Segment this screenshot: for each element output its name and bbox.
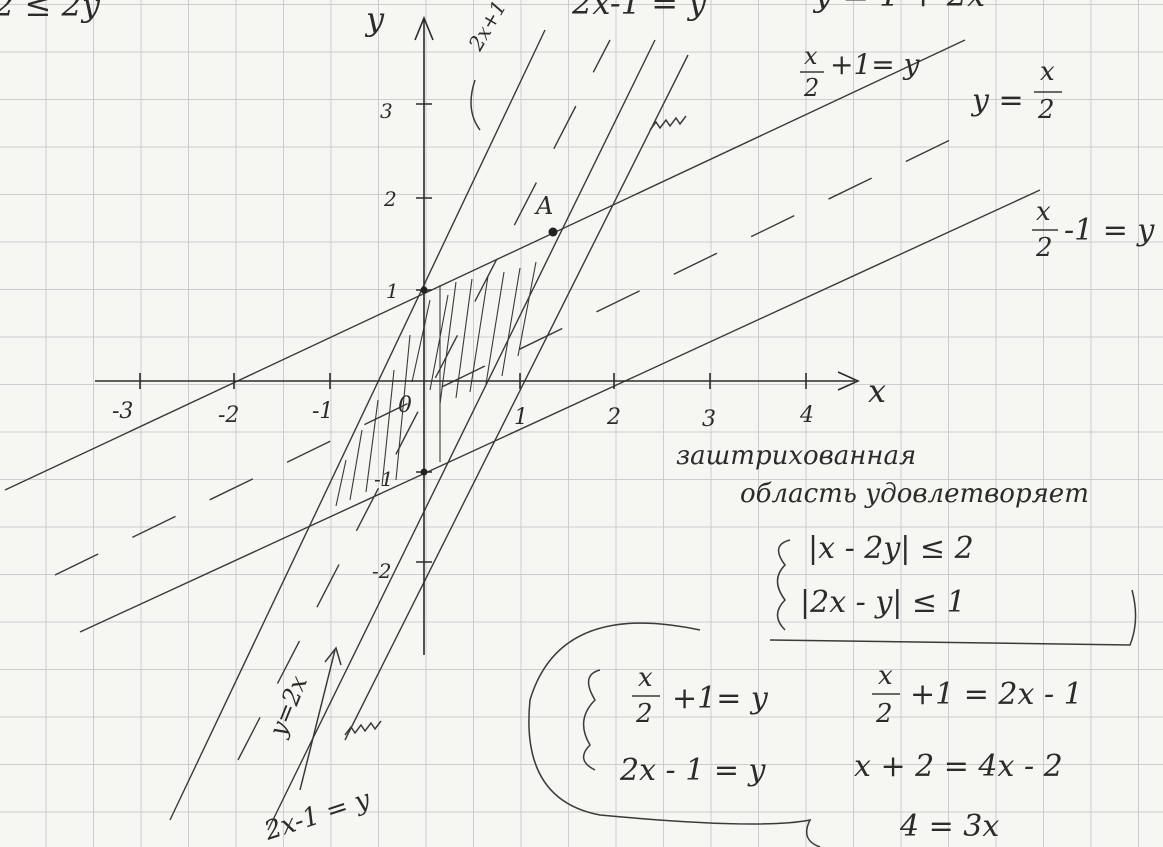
line-2x-minus-one (267, 39, 656, 831)
svg-text:-1 = y: -1 = y (1064, 213, 1155, 248)
point-0-minus-1-marker (420, 468, 428, 476)
y-axis (414, 15, 434, 655)
zigzag-mark-top (649, 115, 687, 131)
label-half-minus-one: x 2 -1 = y (1032, 197, 1155, 263)
solution-step3: 4 = 3x (899, 809, 999, 844)
label-2x-minus-1-bottom: 2x-1 = y (260, 784, 374, 847)
svg-text:2: 2 (1035, 233, 1053, 263)
svg-text:+1= y: +1= y (830, 48, 921, 81)
x-tick-label: 0 (398, 393, 412, 418)
system-eq1: x 2 +1= y (632, 663, 769, 729)
underline-note (769, 589, 1137, 646)
hatched-region (335, 261, 537, 507)
line-half-plus-one (4, 39, 966, 491)
brace-note (776, 539, 791, 631)
svg-text:x: x (1040, 57, 1055, 87)
y-axis-label: y (364, 0, 385, 38)
zigzag-mark-bottom (344, 720, 382, 736)
bracket-arc-top (470, 79, 481, 131)
top-right-cut-label: y = 1 + 2x (812, 0, 985, 14)
y-tick-label: 3 (380, 99, 393, 123)
svg-text:x: x (638, 663, 653, 693)
svg-text:y =: y = (970, 83, 1024, 118)
circle-around-system (528, 622, 821, 847)
x-axis (95, 371, 860, 391)
y-tick-label: -2 (372, 559, 391, 583)
note-line2: область удовлетворяет (740, 479, 1089, 509)
label-half: y = x 2 (970, 57, 1062, 125)
top-slanted-label: 2x+1 (463, 0, 511, 55)
solution-step2: x + 2 = 4x - 2 (854, 749, 1063, 784)
x-tick-label: -1 (312, 399, 333, 424)
y-tick-label: 2 (383, 187, 397, 211)
label-y-2x: y=2x (263, 671, 313, 741)
note-line1: заштрихованная (676, 441, 916, 471)
y-tick-label: 1 (386, 279, 399, 303)
label-half-plus-one: x 2 +1= y (800, 42, 921, 102)
x-axis-label: x (868, 372, 886, 410)
svg-text:+1= y: +1= y (672, 681, 769, 716)
svg-text:2: 2 (875, 699, 893, 729)
svg-text:2: 2 (803, 74, 819, 102)
line-2x-plus-one (169, 29, 546, 821)
x-tick-label: 3 (702, 407, 716, 432)
svg-text:2: 2 (1037, 95, 1055, 125)
x-tick-label: -3 (112, 399, 133, 424)
y-tick-label: -1 (374, 467, 393, 491)
note-inequality-1: |x - 2y| ≤ 2 (808, 531, 974, 566)
point-0-1-marker (420, 286, 428, 294)
svg-text:+1 = 2x - 1: +1 = 2x - 1 (910, 677, 1083, 712)
x-tick-label: 1 (514, 405, 528, 430)
point-a-marker (548, 227, 558, 237)
solution-step1: x 2 +1 = 2x - 1 (872, 661, 1083, 729)
top-left-cut-label: 2 ≤ 2y (0, 0, 101, 24)
x-tick-label: 2 (606, 405, 621, 430)
x-tick-label: -2 (218, 403, 239, 428)
line-half-minus-one (79, 189, 1041, 633)
top-mid-cut-label: 2x-1 = y (571, 0, 707, 22)
line-2x-minus-one-2 (344, 54, 689, 741)
brace-system (582, 669, 601, 771)
svg-text:x: x (804, 42, 818, 70)
svg-text:x: x (878, 661, 893, 691)
x-tick-label: 4 (799, 403, 814, 428)
svg-text:2: 2 (635, 699, 653, 729)
line-half-dashed (54, 139, 951, 576)
svg-text:x: x (1036, 197, 1051, 227)
arrow-y-2x (299, 646, 342, 791)
point-a-label: A (534, 192, 553, 220)
note-inequality-2: |2x - y| ≤ 1 (800, 585, 966, 620)
system-eq2: 2x - 1 = y (619, 753, 767, 788)
